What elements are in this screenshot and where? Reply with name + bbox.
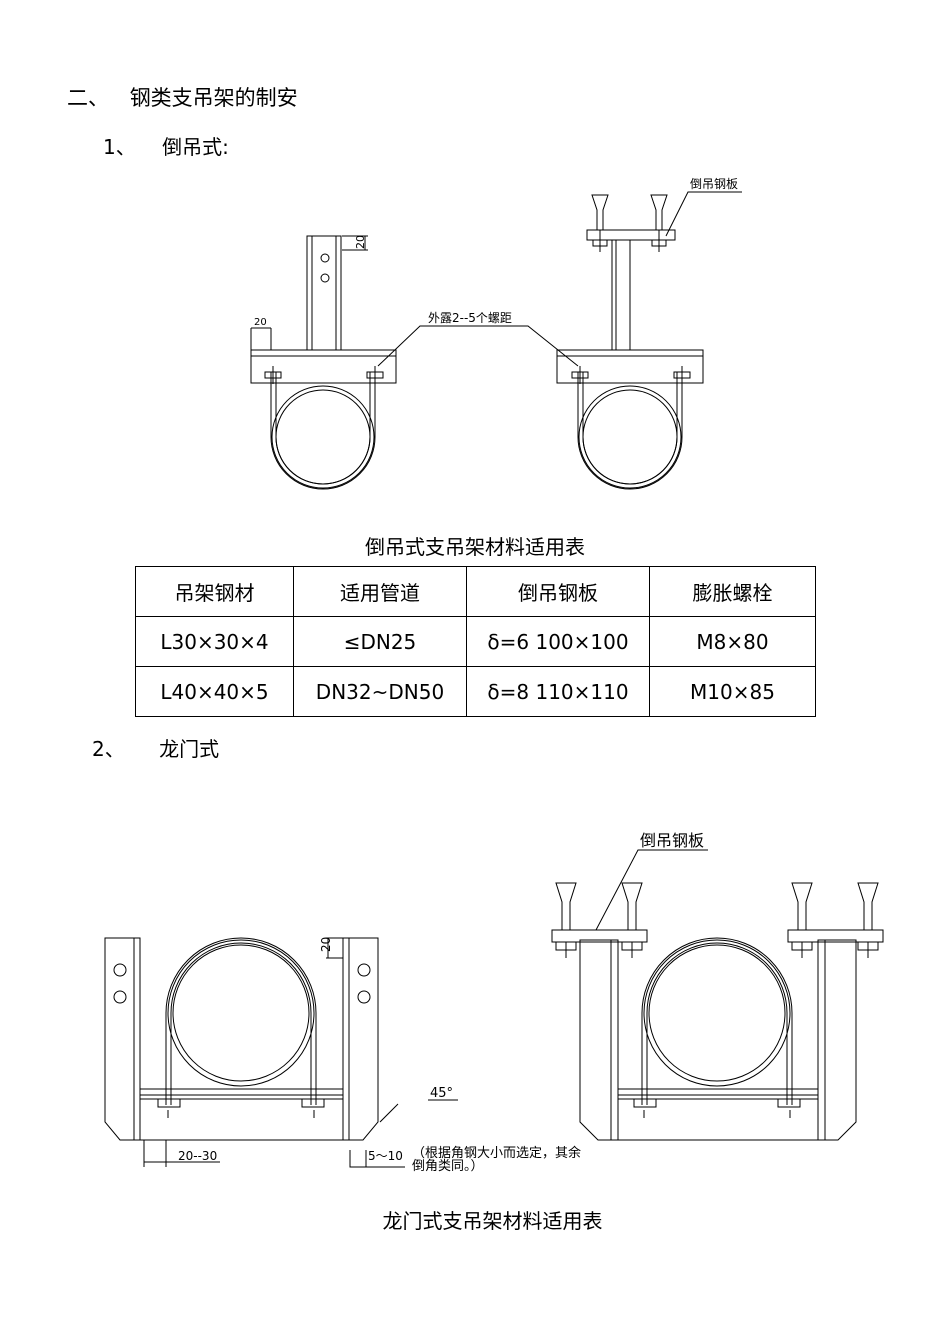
label-bolts: 外露2--5个螺距	[428, 311, 512, 325]
bolt-hole	[113, 963, 127, 977]
leader-bolts	[377, 325, 579, 367]
pipe-outer	[167, 939, 315, 1087]
table-header-row: 吊架钢材 适用管道 倒吊钢板 膨胀螺栓	[135, 566, 816, 617]
table-cell: L30×30×4	[135, 616, 294, 667]
left-post	[104, 937, 141, 1141]
subsection-1-heading: 1、 倒吊式:	[103, 131, 229, 160]
bolt-hole	[357, 963, 371, 977]
table-cell: δ=8 110×110	[466, 666, 650, 717]
dim-5-10: 5～10	[368, 1149, 403, 1163]
right-post	[817, 939, 857, 1141]
pipe-inner	[172, 944, 310, 1082]
table-2-caption: 龙门式支吊架材料适用表	[382, 1209, 603, 1233]
expansion-bolt	[555, 882, 577, 931]
cross-angle-steel	[250, 349, 397, 384]
dim-20-left: 20	[254, 317, 267, 328]
bolt-hole	[320, 273, 330, 283]
expansion-bolt	[791, 882, 813, 931]
subsection-2-number: 2、	[92, 737, 125, 761]
bolt-hole	[357, 990, 371, 1004]
chamfer-note: （根据角钢大小而选定，其余倒角类同。）	[412, 1146, 582, 1174]
u-bolt	[270, 372, 376, 490]
dim-20: 20	[319, 937, 333, 952]
table-cell: L40×40×5	[135, 666, 294, 717]
table-cell: M8×80	[649, 616, 816, 667]
cross-angle-steel	[556, 349, 704, 384]
expansion-bolt	[857, 882, 879, 931]
cross-beam	[139, 1088, 344, 1100]
material-table: 吊架钢材 适用管道 倒吊钢板 膨胀螺栓 L30×30×4 ≤DN25 δ=6 1…	[135, 566, 816, 717]
label-plate: 倒吊钢板	[640, 831, 704, 850]
expansion-bolt	[621, 882, 643, 931]
expansion-bolt	[650, 194, 668, 231]
subsection-2-title: 龙门式	[159, 737, 220, 761]
table-header-cell: 适用管道	[293, 566, 467, 617]
dim-20-top: 20	[354, 235, 367, 249]
table-header-cell: 膨胀螺栓	[649, 566, 816, 617]
section-number: 二、	[67, 86, 109, 110]
pipe-outer	[578, 385, 682, 489]
table-cell: DN32~DN50	[293, 666, 467, 717]
leader-plate	[665, 191, 742, 237]
u-bolt	[577, 372, 683, 490]
subsection-2-heading: 2、 龙门式	[92, 733, 219, 762]
hanging-plate	[586, 229, 676, 241]
left-post	[579, 939, 619, 1141]
table-header-cell: 倒吊钢板	[466, 566, 650, 617]
hanging-plate	[551, 929, 648, 943]
expansion-bolt	[591, 194, 609, 231]
hanging-plate	[787, 929, 884, 943]
table-cell: M10×85	[649, 666, 816, 717]
section-heading: 二、 钢类支吊架的制安	[67, 82, 298, 112]
label-plate: 倒吊钢板	[690, 177, 738, 191]
bolt-hole	[113, 990, 127, 1004]
right-post	[342, 937, 379, 1141]
subsection-1-title: 倒吊式:	[162, 135, 229, 159]
table-1-caption: 倒吊式支吊架材料适用表	[365, 535, 585, 559]
pipe-outer	[271, 385, 375, 489]
inverted-hanger-drawing: 20 20 外露2--5个螺距 倒吊钢板	[250, 177, 742, 490]
dim-20-30: 20--30	[178, 1149, 217, 1163]
bolt-hole	[320, 253, 330, 263]
leader-plate	[595, 849, 708, 931]
subsection-1-number: 1、	[103, 135, 136, 159]
table-cell: δ=6 100×100	[466, 616, 650, 667]
dim-45: 45°	[430, 1086, 453, 1101]
section-title: 钢类支吊架的制安	[129, 86, 298, 110]
table-cell: ≤DN25	[293, 616, 467, 667]
u-bolt	[165, 937, 317, 1105]
table-header-cell: 吊架钢材	[135, 566, 294, 617]
pipe-outer	[643, 939, 791, 1087]
vertical-angle-steel	[611, 239, 631, 351]
pipe-inner	[648, 944, 786, 1082]
table-row: L30×30×4 ≤DN25 δ=6 100×100 M8×80	[135, 616, 816, 667]
cross-beam	[617, 1088, 819, 1100]
u-bolt	[641, 937, 793, 1105]
table-row: L40×40×5 DN32~DN50 δ=8 110×110 M10×85	[135, 666, 816, 717]
